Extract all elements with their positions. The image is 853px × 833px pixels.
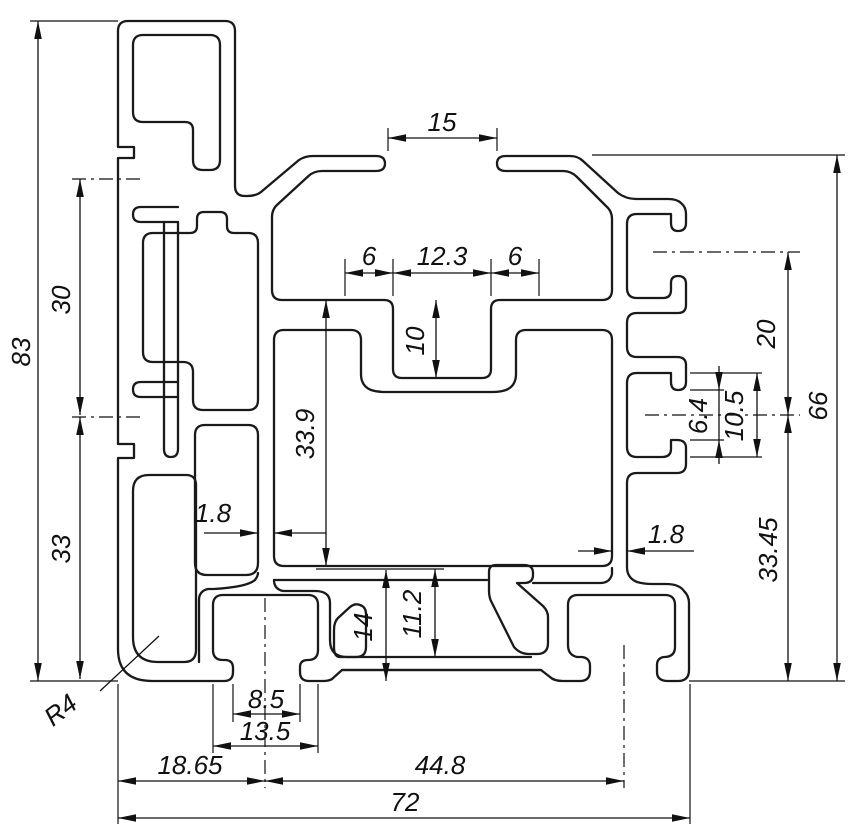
extension-lines	[30, 20, 845, 824]
dim-label-6-left: 6	[362, 241, 377, 271]
dim-label-6-right: 6	[508, 241, 523, 271]
dim-label-8.5: 8.5	[248, 684, 285, 714]
outer-boundary	[116, 19, 691, 683]
dim-label-12.3: 12.3	[417, 241, 468, 271]
dim-label-10.5: 10.5	[719, 390, 749, 441]
dimension-lines	[34, 21, 841, 822]
dim-label-18.65: 18.65	[157, 750, 223, 780]
dim-label-33.9: 33.9	[290, 409, 320, 460]
profile-outline	[116, 19, 691, 683]
dim-label-14: 14	[348, 613, 378, 642]
dim-label-1.8-right: 1.8	[648, 519, 685, 549]
dim-label-11.2: 11.2	[397, 589, 427, 638]
dim-label-66: 66	[803, 391, 833, 420]
dim-label-15: 15	[428, 107, 457, 137]
support-bracket	[332, 603, 368, 659]
dim-label-10: 10	[400, 326, 430, 355]
radius-leader	[99, 635, 160, 692]
screw-tab-lower	[131, 380, 180, 399]
chamber-mid-left	[193, 423, 260, 577]
right-web-flare	[531, 566, 614, 585]
dim-label-33: 33	[46, 534, 76, 563]
s-rib	[487, 563, 550, 656]
chamber-upper-left	[141, 210, 260, 412]
chamber-lower-left	[131, 473, 198, 664]
tower-cavity	[131, 33, 222, 172]
dim-label-20: 20	[751, 319, 781, 349]
dim-label-33.45: 33.45	[753, 517, 783, 583]
dim-label-R4: R4	[38, 688, 83, 732]
dim-label-83: 83	[6, 337, 36, 366]
dimension-labels: 83 30 33 15 6 12.3 6 10 33.9 1.8 1.8 14 …	[6, 107, 833, 817]
dim-label-72: 72	[391, 787, 420, 817]
dim-label-13.5: 13.5	[240, 716, 291, 746]
dim-label-30: 30	[46, 285, 76, 314]
screw-tab-upper	[131, 205, 180, 224]
divider-wall	[162, 220, 180, 459]
dim-label-44.8: 44.8	[415, 750, 466, 780]
dim-label-6.4: 6.4	[683, 398, 713, 434]
dim-label-1.8-left: 1.8	[195, 498, 232, 528]
foot-left-face	[197, 571, 260, 664]
main-cavity	[272, 328, 614, 568]
